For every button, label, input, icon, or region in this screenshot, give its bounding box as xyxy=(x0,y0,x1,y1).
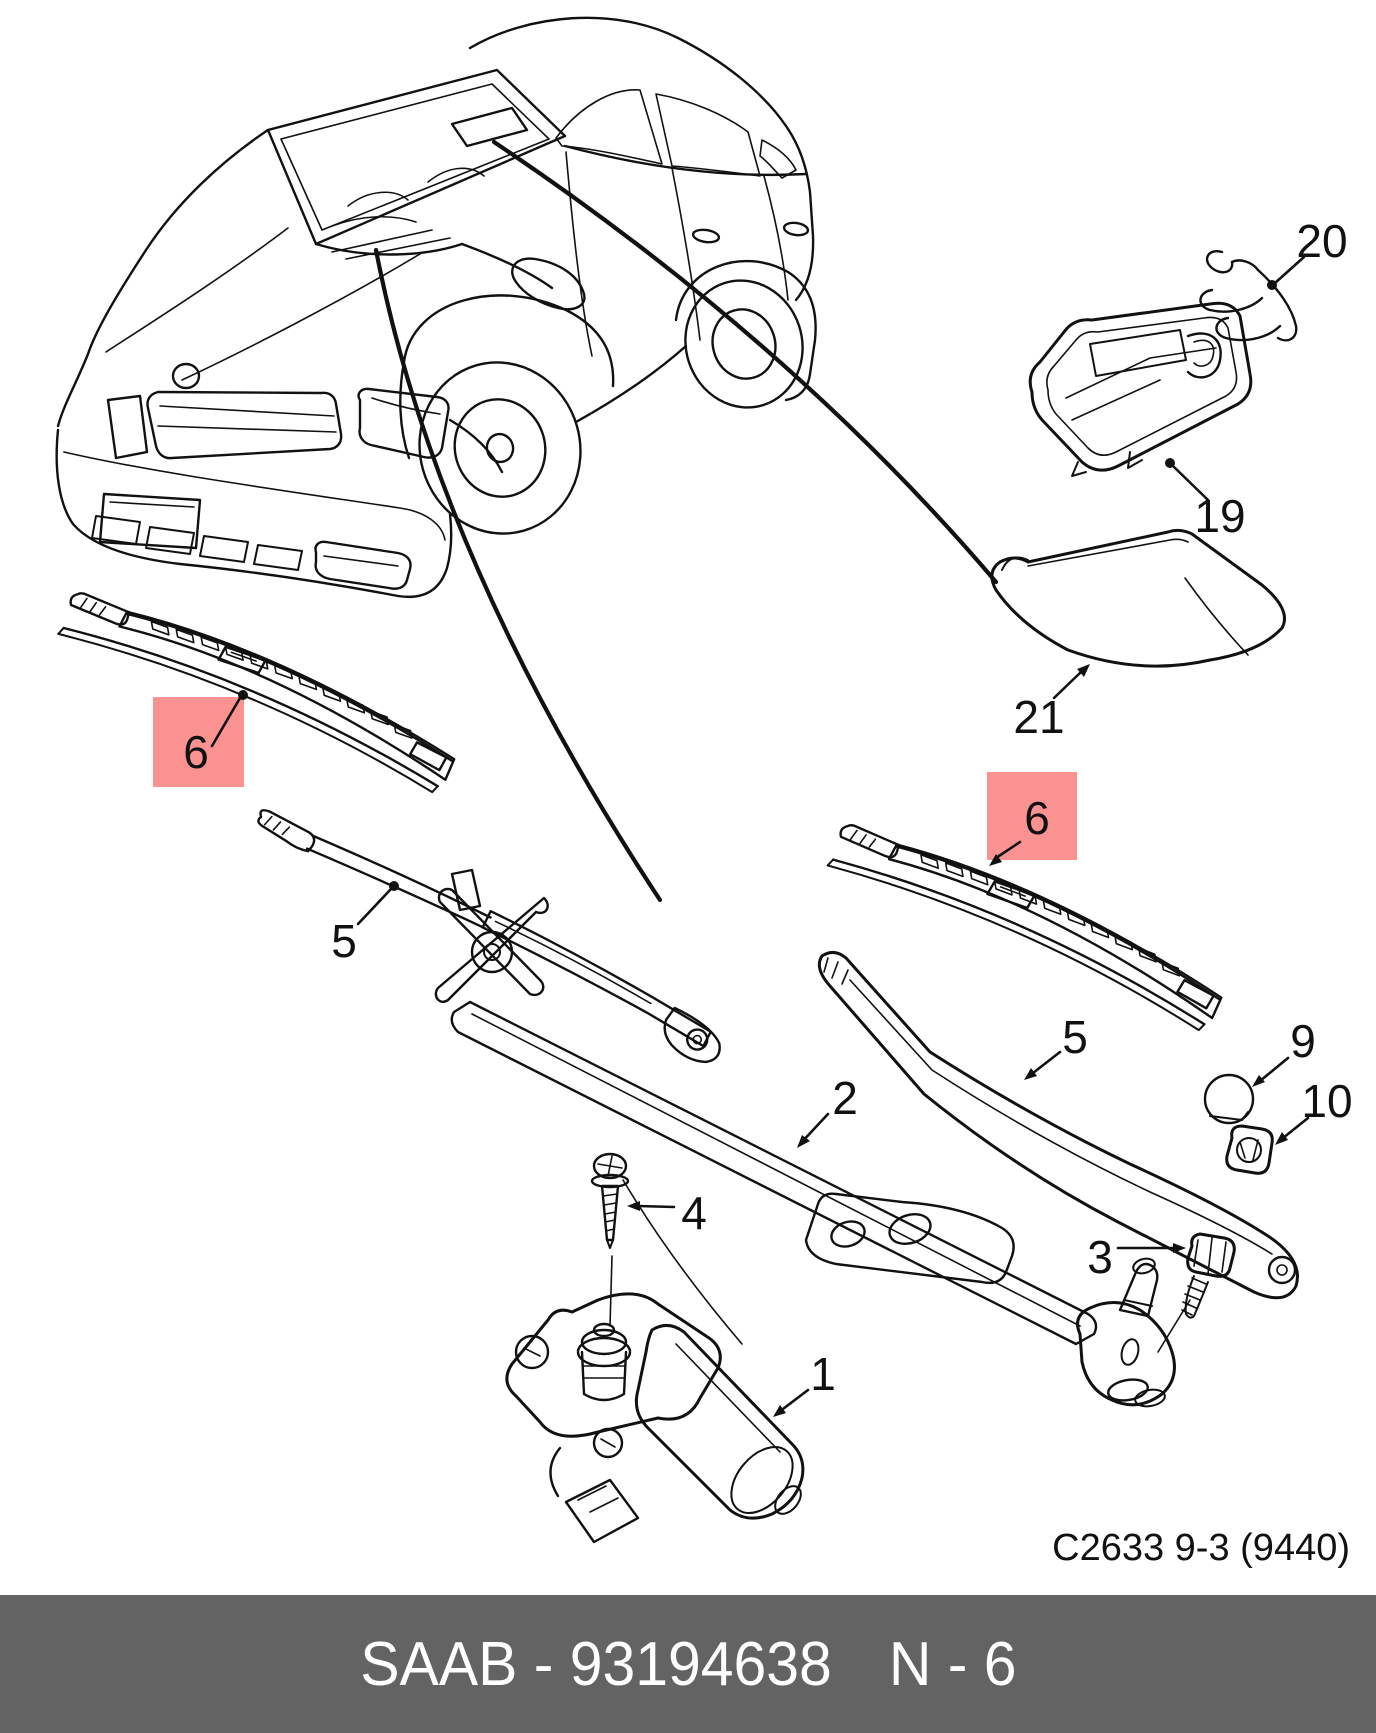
callout-5-left: 5 xyxy=(331,915,357,967)
footer-part-number: SAAB - 93194638 xyxy=(359,1629,832,1699)
callout-19: 19 xyxy=(1194,490,1245,542)
pivot-bolt-part-3 xyxy=(1181,1232,1236,1319)
highlight-leader-left xyxy=(210,696,242,748)
pivot-nut-part-10 xyxy=(1225,1124,1274,1175)
rearview-mirror xyxy=(450,106,529,148)
wing-mirror xyxy=(511,257,586,311)
door-handle xyxy=(691,228,721,244)
wiper-arm-right xyxy=(817,951,1299,1300)
callout-21: 21 xyxy=(1013,691,1064,743)
saab-badge xyxy=(171,362,201,390)
callout-leader-lines xyxy=(210,255,1310,1417)
callout-4: 4 xyxy=(681,1187,707,1239)
footer-text: SAAB - 93194638 N - 6 xyxy=(360,1629,1016,1700)
footer-bar: SAAB - 93194638 N - 6 xyxy=(0,1595,1376,1733)
callout-10: 10 xyxy=(1301,1075,1352,1127)
cowl-shield-part-21 xyxy=(990,528,1286,668)
wiper-blade-left xyxy=(41,588,473,797)
license-plate xyxy=(98,492,202,550)
door-handle xyxy=(782,221,810,237)
callout-3: 3 xyxy=(1087,1231,1113,1283)
callout-5-right: 5 xyxy=(1062,1011,1088,1063)
windshield-outline xyxy=(266,68,567,246)
car-illustration xyxy=(55,16,817,599)
footer-page-ref: N - 6 xyxy=(888,1629,1017,1699)
highlight-leader-right xyxy=(994,840,1022,860)
wiper-motor-part-1 xyxy=(505,1179,805,1544)
mounting-screw-part-4 xyxy=(590,1152,630,1249)
callout-9: 9 xyxy=(1290,1015,1316,1067)
callout-6-right-highlighted: 6 xyxy=(1024,792,1050,844)
highlight-box-right xyxy=(987,772,1077,860)
drawing-code: C2633 9-3 (9440) xyxy=(1052,1527,1350,1569)
grille xyxy=(146,390,343,460)
highlight-box-left xyxy=(153,697,244,787)
headlight xyxy=(357,387,450,459)
callout-1: 1 xyxy=(810,1348,836,1400)
callout-2: 2 xyxy=(832,1072,858,1124)
pivot-cap-part-9 xyxy=(1203,1073,1255,1125)
cover-housing-part-19 xyxy=(1028,301,1253,477)
wiper-linkage-part-2 xyxy=(434,868,1191,1408)
windshield-pointer-lines xyxy=(373,139,999,903)
callout-20: 20 xyxy=(1296,215,1347,267)
retaining-clip-part-20 xyxy=(1199,250,1298,342)
wiper-arm-left xyxy=(230,807,746,1069)
callout-6-left-highlighted: 6 xyxy=(183,726,209,778)
